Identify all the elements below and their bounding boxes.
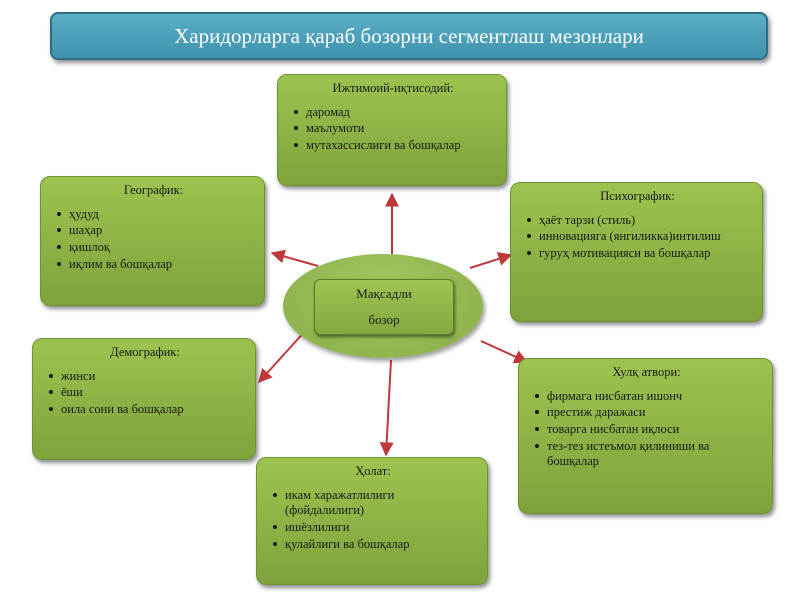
list-item: мутахассислиги ва бошқалар bbox=[292, 138, 494, 154]
geographic-box: Географик: ҳудуд шаҳар қишлоқ иқлим ва б… bbox=[40, 176, 265, 306]
behavior-title: Хулқ атвори: bbox=[612, 365, 681, 379]
list-item: ёши bbox=[47, 385, 243, 401]
list-item: инновацияга (янгиликка)интилиш bbox=[525, 229, 750, 245]
list-item: тез-тез истеъмол қилиниши ва бошқалар bbox=[533, 439, 760, 470]
target-market-box: Мақсадли бозор bbox=[314, 279, 454, 335]
target-market-line2: бозор bbox=[368, 311, 400, 327]
behavior-box: Хулқ атвори: фирмага нисбатан ишонч прес… bbox=[518, 358, 773, 514]
geographic-title: Географик: bbox=[123, 183, 184, 197]
psychographic-title: Психографик: bbox=[600, 189, 675, 203]
list-item: ҳудуд bbox=[55, 207, 252, 223]
list-item: ҳаёт тарзи (стиль) bbox=[525, 213, 750, 229]
list-item: оила сони ва бошқалар bbox=[47, 402, 243, 418]
list-item: фирмага нисбатан ишонч bbox=[533, 389, 760, 405]
list-item: жинси bbox=[47, 369, 243, 385]
list-item: шаҳар bbox=[55, 223, 252, 239]
arrow-to-psychographic bbox=[469, 252, 513, 269]
list-item: престиж даражаси bbox=[533, 405, 760, 421]
arrow-to-demographic bbox=[258, 329, 307, 384]
state-box: Ҳолат: икам харажатлилиги (фойдалилиги) … bbox=[256, 457, 488, 585]
arrow-to-state bbox=[379, 359, 394, 457]
list-item: ишёзлилиги bbox=[271, 520, 475, 536]
list-item: маълумоти bbox=[292, 121, 494, 137]
arrow-to-geographic bbox=[270, 249, 319, 267]
list-item: иқлим ва бошқалар bbox=[55, 257, 252, 273]
economic-box: Ижтимоий-иқтисодий: даромад маълумоти му… bbox=[277, 74, 507, 186]
list-item: гуруҳ мотивацияси ва бошқалар bbox=[525, 246, 750, 262]
target-market-line1: Мақсадли bbox=[356, 286, 412, 301]
list-item: даромад bbox=[292, 105, 494, 121]
list-item: қишлоқ bbox=[55, 240, 252, 256]
diagram-title: Харидорларга қараб бозорни сегментлаш ме… bbox=[50, 12, 768, 60]
state-title: Ҳолат: bbox=[355, 464, 391, 478]
arrow-to-behavior bbox=[480, 340, 529, 364]
list-item: товарга нисбатан иқлоси bbox=[533, 422, 760, 438]
list-item: икам харажатлилиги (фойдалилиги) bbox=[271, 488, 475, 519]
demographic-title: Демографик: bbox=[110, 345, 180, 359]
economic-title: Ижтимоий-иқтисодий: bbox=[332, 81, 454, 95]
demographic-box: Демографик: жинси ёши оила сони ва бошқа… bbox=[32, 338, 256, 460]
list-item: қулайлиги ва бошқалар bbox=[271, 537, 475, 553]
psychographic-box: Психографик: ҳаёт тарзи (стиль) инноваци… bbox=[510, 182, 763, 322]
